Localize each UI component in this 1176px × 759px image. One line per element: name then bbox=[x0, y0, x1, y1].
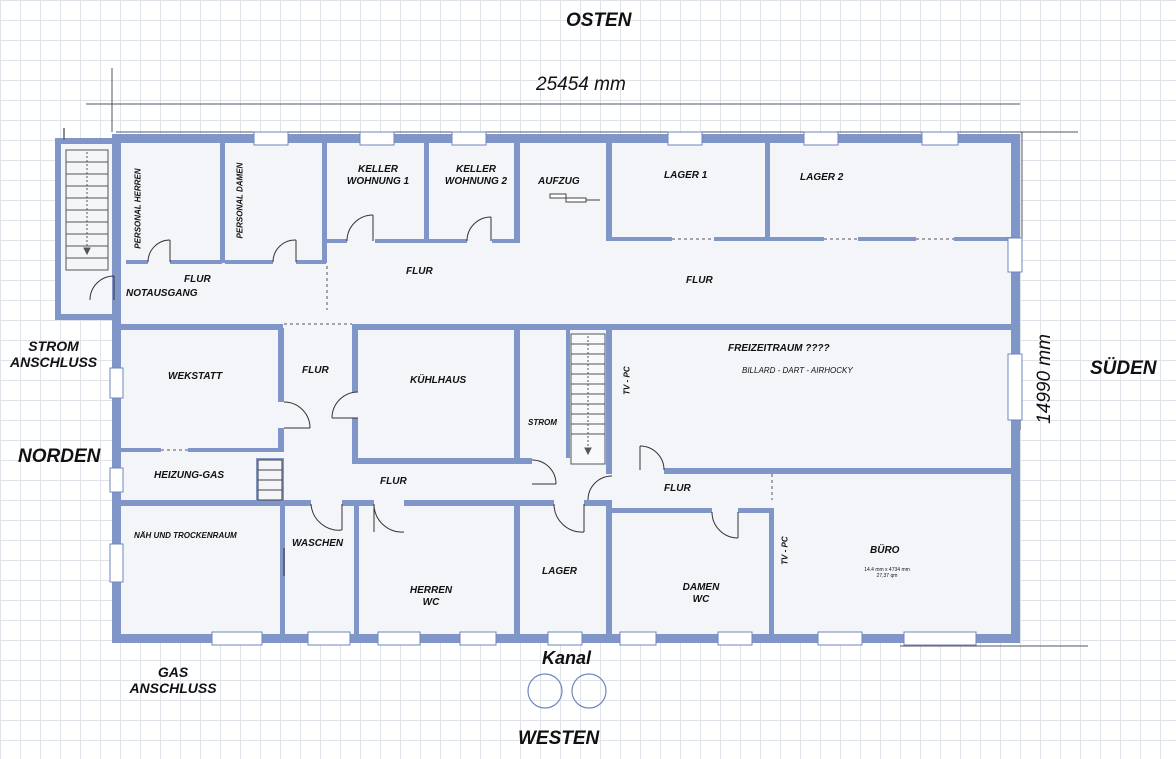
doors bbox=[89, 214, 739, 576]
room-flur-mid: FLUR bbox=[406, 266, 433, 277]
room-freizeitraum-sub: BILLARD - DART - AIRHOCKY bbox=[742, 366, 853, 375]
compass-east: OSTEN bbox=[566, 10, 632, 31]
room-naeh-trockenraum: NÄH UND TROCKENRAUM bbox=[134, 531, 237, 540]
compass-south: SÜDEN bbox=[1090, 358, 1157, 379]
room-heizung-gas: HEIZUNG-GAS bbox=[154, 470, 224, 481]
keller2-line-1: KELLER bbox=[456, 164, 496, 175]
room-keller-wohnung-1: KELLER WOHNUNG 1 bbox=[340, 164, 416, 187]
elevator-mark bbox=[549, 193, 600, 203]
room-lager: LAGER bbox=[542, 566, 577, 577]
room-buero: BÜRO bbox=[870, 545, 900, 556]
herren-wc-line-2: WC bbox=[422, 596, 440, 608]
gas-line-2: ANSCHLUSS bbox=[129, 680, 217, 697]
room-flur-lower-right: FLUR bbox=[664, 483, 691, 494]
dimension-height: 14990 mm bbox=[1034, 334, 1056, 424]
damen-wc-line-2: WC bbox=[692, 593, 710, 605]
strom-anschluss-label: STROM ANSCHLUSS bbox=[10, 338, 97, 370]
damen-wc-line-1: DAMEN bbox=[682, 582, 720, 593]
room-lager-1: LAGER 1 bbox=[664, 170, 708, 181]
room-herren-wc: HERREN WC bbox=[408, 585, 454, 608]
room-personal-damen: PERSONAL DAMEN bbox=[235, 162, 245, 239]
strom-line-2: ANSCHLUSS bbox=[10, 354, 98, 371]
stairs-small bbox=[257, 459, 283, 501]
kanal-circles bbox=[527, 673, 607, 709]
buero-note-line-2: 27,37 qm bbox=[876, 572, 898, 579]
herren-wc-line-1: HERREN bbox=[409, 585, 453, 596]
keller1-line-2: WOHNUNG 1 bbox=[346, 175, 410, 187]
room-notausgang: NOTAUSGANG bbox=[126, 288, 198, 299]
room-flur-main: FLUR bbox=[686, 275, 713, 286]
stair-annex-walls bbox=[55, 138, 117, 320]
room-freizeitraum: FREIZEITRAUM ???? bbox=[728, 343, 830, 354]
kanal-label: Kanal bbox=[542, 648, 592, 668]
gas-line-1: GAS bbox=[157, 664, 189, 680]
room-tv-pc-1: TV - PC bbox=[622, 366, 632, 395]
room-lager-2: LAGER 2 bbox=[800, 172, 844, 183]
dimension-width: 25454 mm bbox=[536, 74, 626, 95]
room-personal-herren: PERSONAL HERREN bbox=[133, 168, 143, 249]
strom-line-1: STROM bbox=[28, 338, 79, 354]
room-buero-note: 14.4 mm x 4734 mm 27,37 qm bbox=[856, 567, 918, 580]
room-tv-pc-2: TV - PC bbox=[780, 536, 790, 565]
room-wekstatt: WEKSTATT bbox=[168, 371, 223, 382]
compass-west: WESTEN bbox=[518, 728, 600, 749]
room-keller-wohnung-2: KELLER WOHNUNG 2 bbox=[438, 164, 514, 187]
gas-anschluss-label: GAS ANSCHLUSS bbox=[118, 664, 228, 696]
keller1-line-1: KELLER bbox=[358, 164, 398, 175]
stairs-center bbox=[570, 333, 606, 465]
room-damen-wc: DAMEN WC bbox=[678, 582, 724, 605]
room-aufzug: AUFZUG bbox=[538, 176, 580, 187]
room-waschen: WASCHEN bbox=[292, 538, 344, 549]
room-strom: STROM bbox=[528, 418, 557, 427]
compass-north: NORDEN bbox=[18, 446, 101, 467]
windows bbox=[109, 131, 1023, 646]
room-flur-west: FLUR bbox=[302, 365, 329, 376]
room-flur-lower: FLUR bbox=[380, 476, 407, 487]
keller2-line-2: WOHNUNG 2 bbox=[444, 175, 508, 187]
stairs-left bbox=[65, 149, 109, 271]
openings bbox=[161, 238, 954, 500]
buero-note-line-1: 14.4 mm x 4734 mm bbox=[864, 567, 910, 573]
room-flur-small: FLUR bbox=[184, 274, 211, 285]
room-kuehlhaus: KÜHLHAUS bbox=[410, 375, 467, 386]
